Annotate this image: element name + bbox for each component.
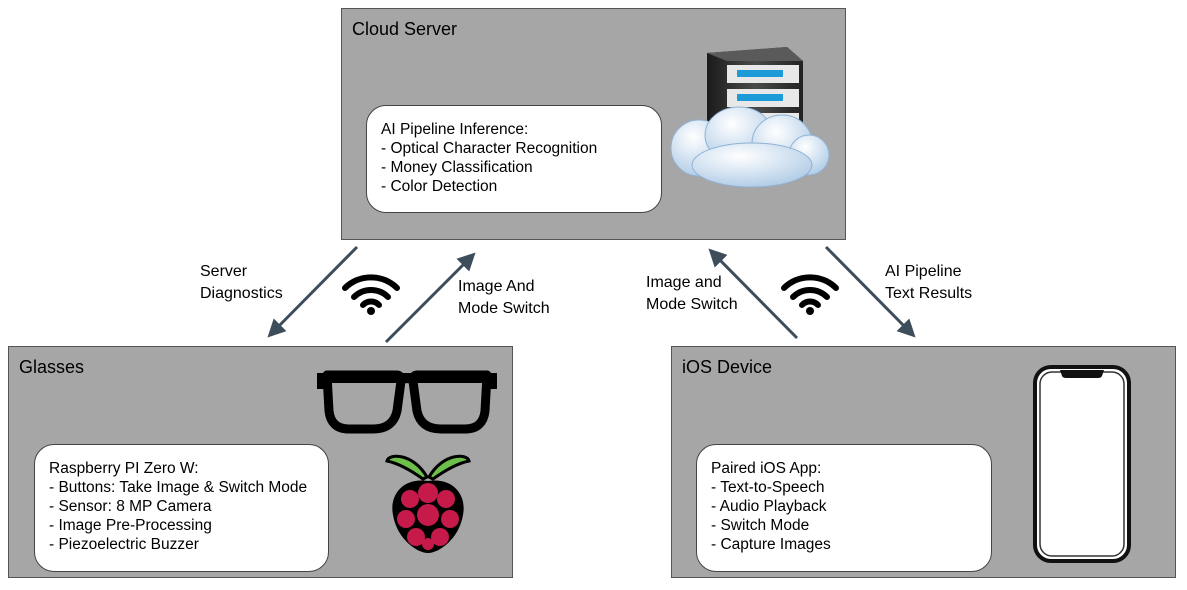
card-item: - Color Detection [381,178,498,195]
ai-pipeline-results-label: AI Pipeline Text Results [885,263,973,302]
card-item: - Sensor: 8 MP Camera [49,498,212,515]
raspberry-pi-card: Raspberry PI Zero W: - Buttons: Take Ima… [34,444,329,572]
card-item: - Text-to-Speech [711,479,825,496]
card-heading: AI Pipeline Inference: [381,121,529,138]
ios-device-panel: iOS Device Paired iOS App: - Text-to-Spe… [671,346,1176,578]
card-item: - Image Pre-Processing [49,517,212,534]
card-item: - Piezoelectric Buzzer [49,536,199,553]
ai-pipeline-card: AI Pipeline Inference: - Optical Charact… [366,105,662,213]
card-heading: Paired iOS App: [711,460,822,477]
cloud-server-panel: Cloud Server AI Pipeline Inference: - Op… [341,8,846,240]
image-mode-switch-right-label: Image and Mode Switch [646,274,738,313]
card-item: - Buttons: Take Image & Switch Mode [49,479,308,496]
card-item: - Capture Images [711,536,831,553]
glasses-panel: Glasses Raspberry PI Zero W: - Buttons: … [8,346,513,578]
ios-device-title: iOS Device [682,357,773,377]
image-mode-switch-right-arrow [708,248,799,340]
card-item: - Optical Character Recognition [381,140,598,157]
card-heading: Raspberry PI Zero W: [49,460,199,477]
image-mode-switch-left-label: Image And Mode Switch [458,278,550,317]
card-item: - Switch Mode [711,517,810,534]
glasses-title: Glasses [19,357,85,377]
wifi-icon [781,274,839,315]
card-item: - Audio Playback [711,498,827,515]
wifi-icon [342,274,400,315]
image-mode-switch-left-arrow [384,252,476,344]
ios-app-card: Paired iOS App: - Text-to-Speech - Audio… [696,444,992,572]
server-cloud-icon [670,47,830,188]
card-item: - Money Classification [381,159,533,176]
smartphone-icon [1033,365,1131,563]
server-diagnostics-arrow [267,245,359,338]
raspberry-pi-icon [385,454,471,553]
ai-pipeline-results-arrow [824,245,916,338]
server-diagnostics-label: Server Diagnostics [200,263,283,302]
glasses-icon [317,370,497,434]
cloud-server-title: Cloud Server [352,19,458,39]
